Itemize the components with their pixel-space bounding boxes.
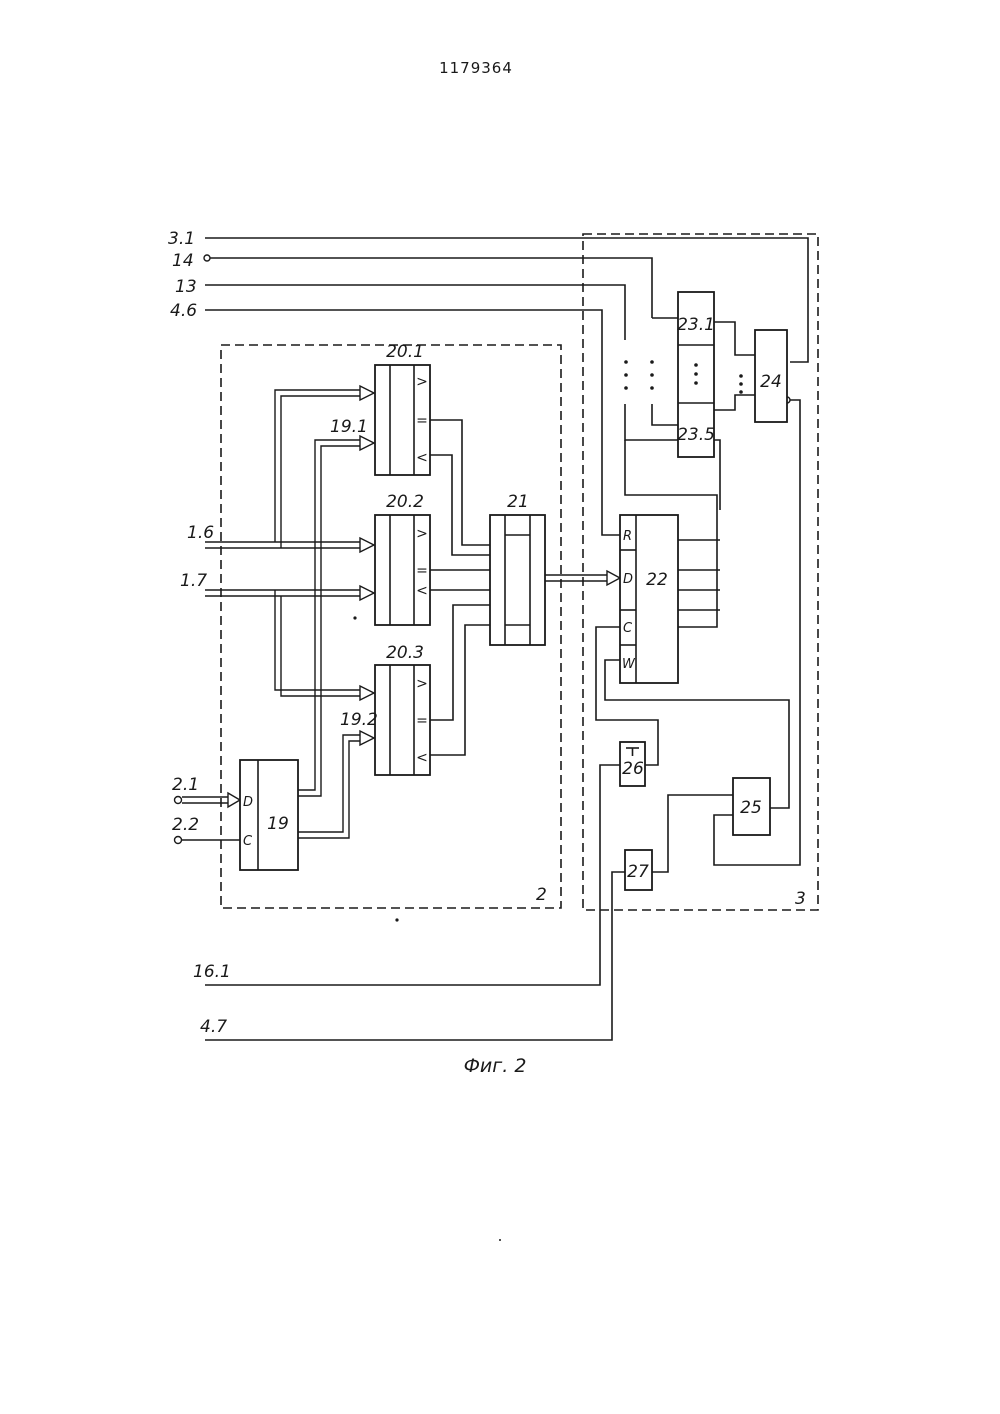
block-20-1-gt: > <box>416 374 428 390</box>
block-19-pin-c: C <box>243 834 253 849</box>
block-27-label: 27 <box>627 862 649 882</box>
signal-14-label: 14 <box>172 251 194 271</box>
signal-3-1-label: 3.1 <box>168 229 195 249</box>
block-20-2-gt: > <box>416 526 428 542</box>
block-20-3-lt: < <box>416 750 428 766</box>
signal-2-2-label: 2.2 <box>172 815 199 835</box>
block-20-1-lt: < <box>416 450 428 466</box>
signal-16-1-label: 16.1 <box>193 962 231 982</box>
block-22-pin-d: D <box>623 572 633 587</box>
frame-2-label: 2 <box>536 885 547 905</box>
signal-19-1-label: 19.1 <box>330 417 368 437</box>
block-23-stack: 23.1 23.5 <box>677 292 715 457</box>
figure-caption: Фиг. 2 <box>464 1055 527 1077</box>
block-22-pin-c: C <box>623 621 633 636</box>
block-20-3-gt: > <box>416 676 428 692</box>
block-20-3: > = < <box>375 665 430 775</box>
block-19-label: 19 <box>267 814 289 834</box>
signal-1-6-label: 1.6 <box>187 523 214 543</box>
block-22-pin-r: R <box>623 529 632 544</box>
frame-3-label: 3 <box>795 889 806 909</box>
block-20-1: > = < <box>375 365 430 475</box>
block-23-5-label: 23.5 <box>677 425 715 445</box>
signal-4-6-label: 4.6 <box>170 301 197 321</box>
block-21 <box>490 515 545 645</box>
patent-number: 1179364 <box>439 59 513 77</box>
block-26: 26 <box>620 742 645 786</box>
block-25: 25 <box>733 778 770 835</box>
signal-4-7-label: 4.7 <box>200 1017 227 1037</box>
block-22-pin-w: W <box>622 657 636 672</box>
block-20-2-lt: < <box>416 583 428 599</box>
block-25-label: 25 <box>740 798 762 818</box>
block-24: 24 <box>755 330 787 422</box>
block-20-1-label: 20.1 <box>386 342 424 362</box>
block-19-pin-d: D <box>243 795 253 810</box>
block-22: R D C W 22 <box>620 515 678 683</box>
block-21-label: 21 <box>507 492 529 512</box>
block-24-label: 24 <box>760 372 782 392</box>
block-20-3-eq: = <box>416 713 428 729</box>
block-26-label: 26 <box>622 759 644 779</box>
block-23-1-label: 23.1 <box>677 315 715 335</box>
block-20-1-eq: = <box>416 413 428 429</box>
signal-1-7-label: 1.7 <box>180 571 207 591</box>
signal-19-2-label: 19.2 <box>340 710 378 730</box>
block-20-3-label: 20.3 <box>386 643 424 663</box>
block-20-2: > = < <box>375 515 430 625</box>
block-20-2-label: 20.2 <box>386 492 424 512</box>
block-22-label: 22 <box>646 570 668 590</box>
block-27: 27 <box>625 850 652 890</box>
block-19: D C 19 <box>240 760 298 870</box>
signal-2-1-label: 2.1 <box>172 775 199 795</box>
block-20-2-eq: = <box>416 563 428 579</box>
signal-13-label: 13 <box>175 277 197 297</box>
